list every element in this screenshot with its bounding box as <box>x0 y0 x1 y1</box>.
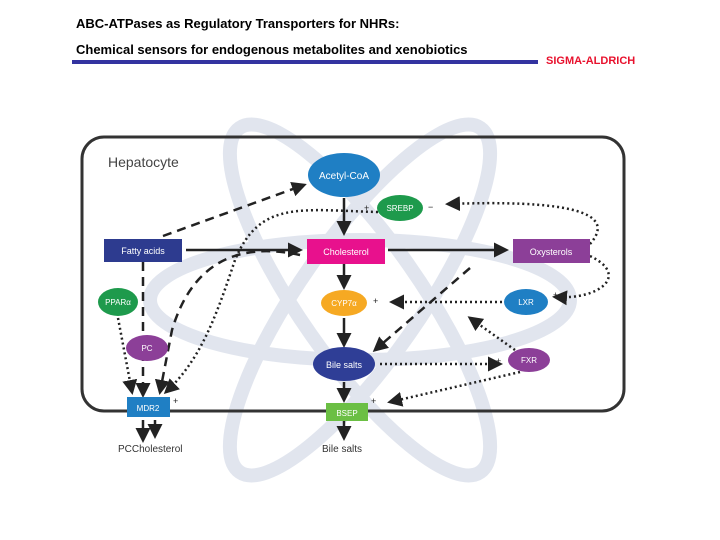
pc-label: PC <box>141 344 152 353</box>
node-bsep: BSEP <box>326 403 368 421</box>
brand-label: SIGMA-ALDRICH <box>546 55 636 67</box>
fatty-acids-shape <box>104 239 182 262</box>
lxr-label: LXR <box>518 298 534 307</box>
dotted-srebp-mdr2 <box>163 208 379 395</box>
cholesterol-label: Cholesterol <box>323 247 369 257</box>
mdr2-shape <box>127 397 170 417</box>
node-mdr2: MDR2 <box>127 397 170 417</box>
mdr2-label: MDR2 <box>137 404 160 413</box>
acetyl-coa-label: Acetyl-CoA <box>319 171 369 182</box>
cholesterol-shape <box>307 239 385 264</box>
oxysterols-shape <box>513 239 590 263</box>
node-cyp7a: CYP7α <box>321 290 367 316</box>
title-underline <box>72 60 538 64</box>
title-line-2: Chemical sensors for endogenous metaboli… <box>76 42 468 57</box>
dashed-fattyacids-acetylcoa <box>162 182 307 238</box>
node-bile-salts: Bile salts <box>313 347 375 381</box>
hepatocyte-label: Hepatocyte <box>108 154 179 170</box>
dotted-fxr-bsep <box>387 370 521 407</box>
node-lxr: LXR <box>504 289 548 315</box>
cyp7a-shape <box>321 290 367 316</box>
bile-salts-label: Bile salts <box>326 360 363 370</box>
node-pc: PC <box>126 335 168 361</box>
cyp7a-label: CYP7α <box>331 299 357 308</box>
sign-ppar-mdr2: + <box>130 381 135 391</box>
ppar-alpha-shape <box>98 288 138 316</box>
dashed-cholesterol-mdr2 <box>154 250 301 395</box>
dotted-fxr-lxr <box>467 316 516 352</box>
bsep-shape <box>326 403 368 421</box>
pc-cholesterol-output: PCCholesterol <box>118 444 182 455</box>
pc-shape <box>126 335 168 361</box>
node-srebp: SREBP <box>377 195 423 221</box>
title-line-1: ABC-ATPases as Regulatory Transporters f… <box>76 16 400 31</box>
sign-lxr-cyp7a: + <box>373 296 378 306</box>
dotted-oxysterols-lxr <box>552 254 610 306</box>
srebp-label: SREBP <box>386 204 413 213</box>
node-cholesterol: Cholesterol <box>307 239 385 264</box>
srebp-shape <box>377 195 423 221</box>
sign-oxysterols-lxr: + <box>553 290 558 300</box>
node-ppar-alpha: PPARα <box>98 288 138 316</box>
sign-bilesalts-fxr: + <box>496 356 501 366</box>
sign-oxysterols-srebp: − <box>428 202 433 212</box>
bsep-label: BSEP <box>336 409 357 418</box>
acetyl-coa-shape <box>308 153 380 197</box>
fatty-acids-label: Fatty acids <box>121 246 165 256</box>
bile-salts-shape <box>313 347 375 381</box>
ppar-alpha-label: PPARα <box>105 298 131 307</box>
fxr-label: FXR <box>521 356 537 365</box>
lxr-shape <box>504 289 548 315</box>
sign-srebp-mdr2: + <box>173 396 178 406</box>
sign-pc-mdr2: + <box>158 381 163 391</box>
dotted-oxysterols-srebp <box>445 196 599 245</box>
node-oxysterols: Oxysterols <box>513 239 590 263</box>
bile-salts-output: Bile salts <box>322 444 362 455</box>
sign-fxr-bsep: + <box>371 396 376 406</box>
sign-srebp-cholesterol: + <box>364 203 369 213</box>
node-acetyl-coa: Acetyl-CoA <box>308 153 380 197</box>
oxysterols-label: Oxysterols <box>530 247 573 257</box>
dashed-oxysterols-bilesalts <box>372 267 471 352</box>
node-fxr: FXR <box>508 348 550 372</box>
node-fatty-acids: Fatty acids <box>104 239 182 262</box>
fxr-shape <box>508 348 550 372</box>
